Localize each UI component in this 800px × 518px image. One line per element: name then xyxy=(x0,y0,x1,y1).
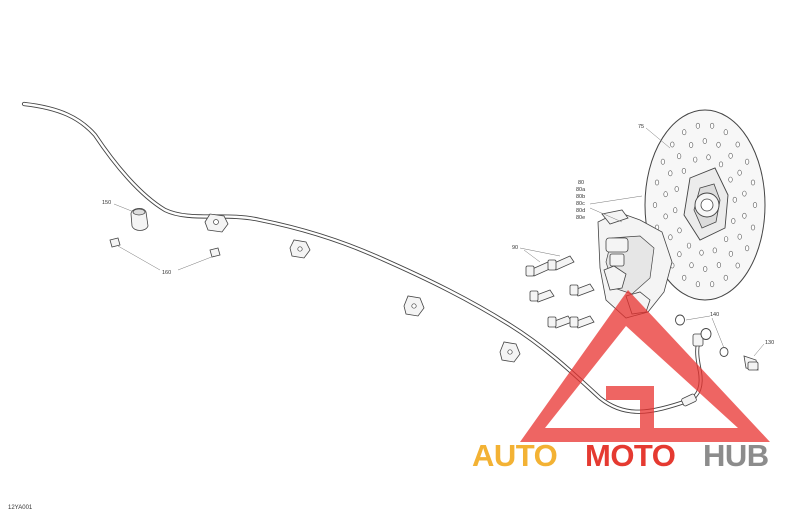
disc-hole xyxy=(750,179,756,186)
disc-hole xyxy=(706,154,711,161)
callout-80d: 80d xyxy=(576,208,585,214)
disc-hole xyxy=(688,142,694,148)
disc-hole xyxy=(709,281,715,288)
bolt-4 xyxy=(569,283,595,297)
disc-hole xyxy=(744,158,750,165)
hose-clip-4 xyxy=(499,341,521,363)
watermark-text-hub: HUB xyxy=(703,438,769,473)
disc-hole xyxy=(660,158,666,165)
hose-clip-2 xyxy=(289,239,311,259)
callout-80c: 80c xyxy=(576,201,585,207)
bolt-3 xyxy=(529,289,555,303)
bolt-1 xyxy=(525,261,553,277)
drawing-code: 12YA001 xyxy=(8,505,33,511)
callout-90: 90 xyxy=(512,245,518,251)
watermark-triangle-logo xyxy=(520,290,770,442)
disc-hole xyxy=(716,141,721,148)
disc-hole xyxy=(682,129,687,136)
callout-140: 140 xyxy=(710,312,719,318)
disc-hole xyxy=(677,227,682,234)
screw-small-2 xyxy=(209,247,221,258)
callout-80b: 80b xyxy=(576,194,585,200)
watermark: AUTO MOTO HUB xyxy=(472,290,770,473)
bolt-5 xyxy=(547,315,573,329)
hose-clip-1 xyxy=(204,213,229,233)
callout-150: 150 xyxy=(102,200,111,206)
disc-hole xyxy=(693,156,698,163)
banjo-bolt-130 xyxy=(743,355,759,371)
disc-hole xyxy=(677,251,682,258)
disc-hole xyxy=(742,212,747,219)
washers-140 xyxy=(675,314,729,357)
disc-hole xyxy=(728,152,733,159)
disc-hole xyxy=(689,262,694,269)
callout-75: 75 xyxy=(638,124,644,130)
disc-hole xyxy=(731,218,736,224)
disc-hole xyxy=(668,170,673,177)
bolt-6 xyxy=(569,315,595,329)
disc-hole xyxy=(728,176,733,183)
hose-clip-3 xyxy=(403,295,425,317)
disc-hole xyxy=(681,167,687,174)
callout-80: 80 xyxy=(578,180,584,186)
callout-80e: 80e xyxy=(576,215,585,221)
disc-hole xyxy=(676,153,682,160)
disc-hole xyxy=(703,266,708,272)
disc-hole xyxy=(686,242,692,249)
callout-80a: 80a xyxy=(576,187,586,193)
watermark-text-moto: MOTO xyxy=(585,438,675,473)
disc-hole xyxy=(663,191,668,198)
disc-hole xyxy=(735,262,740,269)
disc-hole xyxy=(695,122,701,129)
disc-hole xyxy=(742,190,747,197)
disc-hole xyxy=(752,202,758,208)
disc-hole xyxy=(723,236,729,242)
disc-hole xyxy=(709,122,715,129)
disc-hole xyxy=(674,186,679,192)
disc-hole xyxy=(718,161,724,168)
screw-small-1 xyxy=(109,237,121,248)
disc-hole xyxy=(670,141,675,148)
brake-disc xyxy=(644,109,766,301)
disc-hole xyxy=(712,247,717,254)
disc-hole xyxy=(732,196,737,203)
bracket-150 xyxy=(130,208,149,231)
disc-hole xyxy=(654,179,660,186)
disc-hole xyxy=(652,202,658,208)
disc-hole xyxy=(750,224,756,231)
disc-hole xyxy=(668,234,673,241)
callout-130: 130 xyxy=(765,340,774,346)
disc-hole xyxy=(728,250,734,257)
disc-hole xyxy=(723,129,728,136)
disc-hole xyxy=(744,245,750,252)
disc-hole xyxy=(682,274,687,281)
callout-160: 160 xyxy=(162,270,171,276)
disc-hole xyxy=(723,274,728,281)
disc-hole xyxy=(663,213,668,220)
disc-hole xyxy=(695,281,701,288)
disc-hole xyxy=(716,262,722,268)
brake-hose xyxy=(21,101,693,414)
leader-lines xyxy=(113,127,765,357)
disc-hole xyxy=(735,141,740,148)
disc-hole xyxy=(737,169,742,176)
disc-hole xyxy=(699,249,704,256)
disc-hole xyxy=(737,233,742,240)
callout-labels: 75 80 80a 80b 80c 80d 80e 90 140 130 150… xyxy=(102,124,774,346)
disc-hole xyxy=(673,207,678,214)
disc-hole xyxy=(702,138,707,144)
watermark-text-auto: AUTO xyxy=(472,438,557,473)
bolt-2 xyxy=(547,255,575,271)
